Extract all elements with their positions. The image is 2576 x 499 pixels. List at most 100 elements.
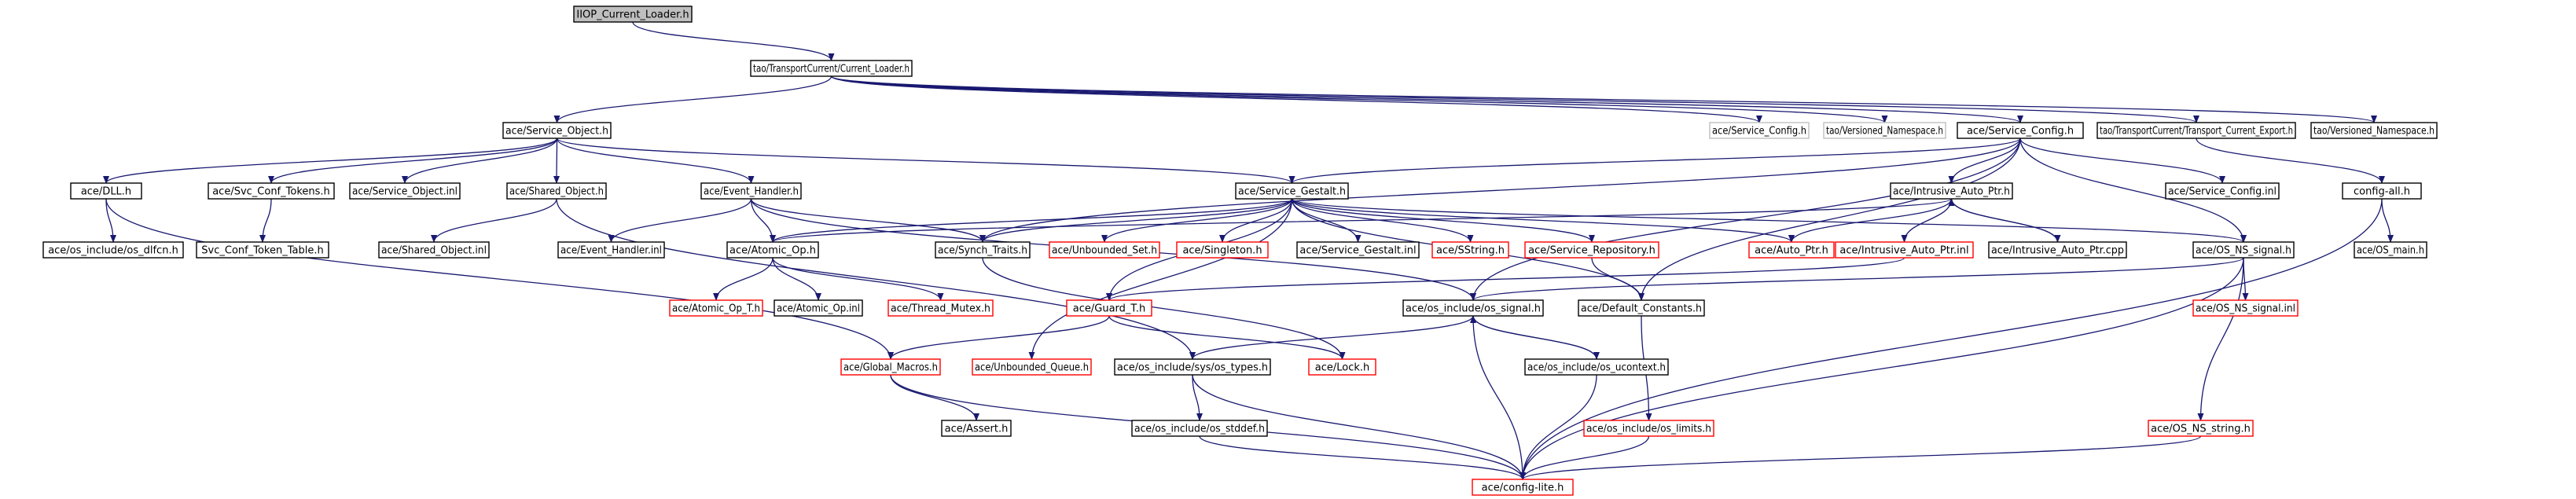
- node-eh[interactable]: ace/Event_Handler.h: [700, 182, 802, 200]
- node-iapcpp-box[interactable]: [1988, 241, 2127, 259]
- node-autoptr[interactable]: ace/Auto_Ptr.h: [1748, 241, 1835, 259]
- node-singleton[interactable]: ace/Singleton.h: [1176, 241, 1269, 259]
- node-nsstring-box[interactable]: [2148, 420, 2254, 437]
- node-assert-box[interactable]: [941, 420, 1012, 437]
- node-guard-box[interactable]: [1066, 299, 1152, 317]
- node-lock[interactable]: ace/Lock.h: [1308, 358, 1376, 376]
- node-shoi-box[interactable]: [378, 241, 490, 259]
- node-limits-box[interactable]: [1583, 420, 1714, 437]
- node-ossig[interactable]: ace/os_include/os_signal.h: [1402, 299, 1544, 317]
- node-cfglite-box[interactable]: [1472, 479, 1574, 496]
- node-tmutex-box[interactable]: [887, 299, 994, 317]
- node-cfgall[interactable]: config-all.h: [2342, 182, 2422, 200]
- node-gmac[interactable]: ace/Global_Macros.h: [840, 358, 941, 376]
- node-ostypes-box[interactable]: [1114, 358, 1271, 376]
- node-nssig-box[interactable]: [2192, 241, 2295, 259]
- node-stddef[interactable]: ace/os_include/os_stddef.h: [1131, 420, 1268, 437]
- node-osmain[interactable]: ace/OS_main.h: [2354, 241, 2427, 259]
- node-ossig-box[interactable]: [1402, 299, 1544, 317]
- node-tcl[interactable]: tao/TransportCurrent/Current_Loader.h: [750, 60, 913, 77]
- node-nssigi[interactable]: ace/OS_NS_signal.inl: [2192, 299, 2299, 317]
- node-sct-box[interactable]: [208, 182, 335, 200]
- node-dlfcn-box[interactable]: [42, 241, 184, 259]
- node-ehi-box[interactable]: [557, 241, 665, 259]
- node-srepo[interactable]: ace/Service_Repository.h: [1524, 241, 1659, 259]
- node-tcexp[interactable]: tao/TransportCurrent/Transport_Current_E…: [2096, 122, 2296, 139]
- node-iapcpp[interactable]: ace/Intrusive_Auto_Ptr.cpp: [1988, 241, 2127, 259]
- node-root[interactable]: IIOP_Current_Loader.h: [573, 6, 693, 23]
- node-sgi-box[interactable]: [1296, 241, 1420, 259]
- node-aop-box[interactable]: [726, 241, 819, 259]
- node-sg[interactable]: ace/Service_Gestalt.h: [1235, 182, 1349, 200]
- node-singleton-box[interactable]: [1176, 241, 1269, 259]
- node-sctt[interactable]: Svc_Conf_Token_Table.h: [196, 241, 329, 259]
- node-iap[interactable]: ace/Intrusive_Auto_Ptr.h: [1890, 182, 2013, 200]
- node-unbset[interactable]: ace/Unbounded_Set.h: [1049, 241, 1160, 259]
- node-so-box[interactable]: [502, 122, 612, 139]
- node-shoi[interactable]: ace/Shared_Object.inl: [378, 241, 490, 259]
- node-eh-box[interactable]: [700, 182, 802, 200]
- node-vns-box[interactable]: [2310, 122, 2438, 139]
- node-nssigi-box[interactable]: [2192, 299, 2299, 317]
- node-sg-box[interactable]: [1235, 182, 1349, 200]
- node-scfg-ext[interactable]: ace/Service_Config.h: [1709, 122, 1810, 139]
- node-sgi[interactable]: ace/Service_Gestalt.inl: [1296, 241, 1420, 259]
- node-iapinl-box[interactable]: [1835, 241, 1974, 259]
- node-ucontext-box[interactable]: [1524, 358, 1669, 376]
- node-scfgi[interactable]: ace/Service_Config.inl: [2165, 182, 2280, 200]
- node-defc-box[interactable]: [1578, 299, 1705, 317]
- node-scfgi-box[interactable]: [2165, 182, 2280, 200]
- node-sho-box[interactable]: [506, 182, 607, 200]
- node-synch-box[interactable]: [935, 241, 1031, 259]
- node-vns-ext-box[interactable]: [1823, 122, 1946, 139]
- node-unbq-box[interactable]: [972, 358, 1092, 376]
- node-sct[interactable]: ace/Svc_Conf_Tokens.h: [208, 182, 335, 200]
- node-limits[interactable]: ace/os_include/os_limits.h: [1583, 420, 1714, 437]
- node-dll[interactable]: ace/DLL.h: [70, 182, 142, 200]
- node-sho[interactable]: ace/Shared_Object.h: [506, 182, 607, 200]
- node-iapinl[interactable]: ace/Intrusive_Auto_Ptr.inl: [1835, 241, 1974, 259]
- node-soi[interactable]: ace/Service_Object.inl: [349, 182, 461, 200]
- node-ehi[interactable]: ace/Event_Handler.inl: [557, 241, 665, 259]
- node-iap-box[interactable]: [1890, 182, 2013, 200]
- node-aopi[interactable]: ace/Atomic_Op.inl: [774, 299, 863, 317]
- node-unbq[interactable]: ace/Unbounded_Queue.h: [972, 358, 1092, 376]
- node-srepo-box[interactable]: [1524, 241, 1659, 259]
- node-tcexp-box[interactable]: [2096, 122, 2296, 139]
- node-autoptr-box[interactable]: [1748, 241, 1835, 259]
- node-ostypes[interactable]: ace/os_include/sys/os_types.h: [1114, 358, 1271, 376]
- node-assert[interactable]: ace/Assert.h: [941, 420, 1012, 437]
- node-dlfcn[interactable]: ace/os_include/os_dlfcn.h: [42, 241, 184, 259]
- node-scfg[interactable]: ace/Service_Config.h: [1957, 122, 2084, 139]
- node-root-box[interactable]: [573, 6, 693, 23]
- node-scfg-box[interactable]: [1957, 122, 2084, 139]
- node-nssig[interactable]: ace/OS_NS_signal.h: [2192, 241, 2295, 259]
- node-cfgall-box[interactable]: [2342, 182, 2422, 200]
- node-tcl-box[interactable]: [750, 60, 913, 77]
- node-gmac-box[interactable]: [840, 358, 941, 376]
- node-osmain-box[interactable]: [2354, 241, 2427, 259]
- node-so[interactable]: ace/Service_Object.h: [502, 122, 612, 139]
- node-unbset-box[interactable]: [1049, 241, 1160, 259]
- node-stddef-box[interactable]: [1131, 420, 1268, 437]
- node-dll-box[interactable]: [70, 182, 142, 200]
- node-ucontext[interactable]: ace/os_include/os_ucontext.h: [1524, 358, 1669, 376]
- node-aop[interactable]: ace/Atomic_Op.h: [726, 241, 819, 259]
- node-defc[interactable]: ace/Default_Constants.h: [1578, 299, 1705, 317]
- node-scfg-ext-box[interactable]: [1709, 122, 1810, 139]
- node-tmutex[interactable]: ace/Thread_Mutex.h: [887, 299, 994, 317]
- node-synch[interactable]: ace/Synch_Traits.h: [935, 241, 1031, 259]
- node-aopt-box[interactable]: [669, 299, 763, 317]
- node-vns-ext[interactable]: tao/Versioned_Namespace.h: [1823, 122, 1946, 139]
- node-sctt-box[interactable]: [196, 241, 329, 259]
- node-lock-box[interactable]: [1308, 358, 1376, 376]
- node-sstring[interactable]: ace/SString.h: [1431, 241, 1509, 259]
- node-nsstring[interactable]: ace/OS_NS_string.h: [2148, 420, 2254, 437]
- node-vns[interactable]: tao/Versioned_Namespace.h: [2310, 122, 2438, 139]
- node-cfglite[interactable]: ace/config-lite.h: [1472, 479, 1574, 496]
- node-soi-box[interactable]: [349, 182, 461, 200]
- node-guard[interactable]: ace/Guard_T.h: [1066, 299, 1152, 317]
- node-sstring-box[interactable]: [1431, 241, 1509, 259]
- node-aopt[interactable]: ace/Atomic_Op_T.h: [669, 299, 763, 317]
- node-aopi-box[interactable]: [774, 299, 863, 317]
